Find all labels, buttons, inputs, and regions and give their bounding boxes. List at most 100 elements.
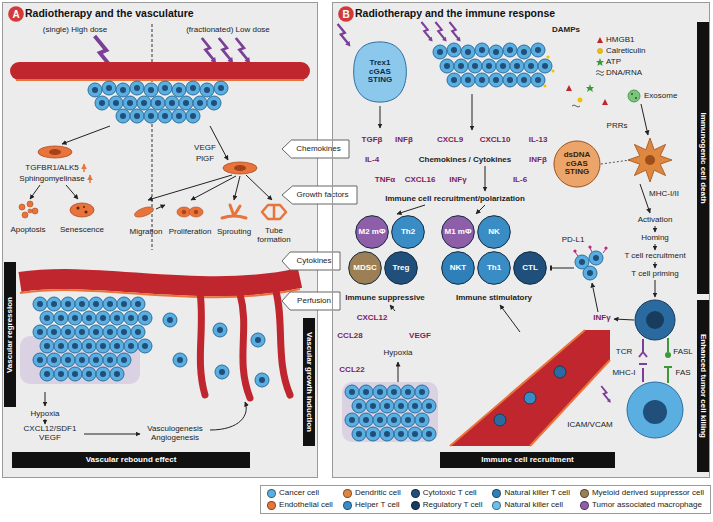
tumor-cells xyxy=(130,81,144,95)
irradiated-tumor xyxy=(33,297,47,311)
irradiated-tumor xyxy=(96,339,110,353)
cancer-cell: Trex1cGASSTING xyxy=(352,40,408,104)
arrow xyxy=(397,205,425,214)
irradiated-tumor xyxy=(68,367,82,381)
tumor-cells xyxy=(158,109,172,123)
radiation-bolt xyxy=(202,38,216,63)
damp-symbol xyxy=(578,98,583,103)
text-label: INFβ xyxy=(529,156,547,165)
irradiated-tumor xyxy=(89,325,103,339)
proliferation-icon xyxy=(182,210,186,214)
immune-cell: Th1 xyxy=(477,251,511,285)
radiation-bolt xyxy=(421,22,432,42)
legend-label: Cytotoxic T cell xyxy=(423,489,477,498)
tumor-cells xyxy=(172,83,186,97)
tumor-cells xyxy=(461,73,475,87)
irradiated-tumor xyxy=(20,289,300,297)
exosome-icon xyxy=(631,93,633,95)
proliferation-icon xyxy=(194,210,198,214)
text-label: IL-13 xyxy=(529,136,548,145)
node-outline xyxy=(8,6,24,22)
node-label: M1 mΦ xyxy=(444,228,471,237)
node-label: Th2 xyxy=(401,228,415,237)
radiation-bolt xyxy=(338,24,351,46)
arrow xyxy=(655,244,656,250)
irradiated-tumor xyxy=(117,297,131,311)
node-outline xyxy=(385,252,418,285)
hypoxic-tumor xyxy=(345,385,359,399)
panel-heading: Radiotherapy and the vasculature xyxy=(25,8,194,20)
legend-item: Helper T cell xyxy=(343,501,401,510)
legend-label: Myeloid derived suppressor cell xyxy=(592,489,704,498)
irradiated-tumor xyxy=(33,325,47,339)
tumor-cells xyxy=(440,59,454,73)
text-label: IL-6 xyxy=(513,176,527,185)
up-arrow xyxy=(84,164,90,183)
tumor-cells xyxy=(88,83,102,97)
hypoxic-tumor xyxy=(415,385,429,399)
senescence-icon xyxy=(77,207,80,210)
hypoxic-tumor xyxy=(359,413,373,427)
legend-swatch xyxy=(411,489,420,498)
up-arrow xyxy=(83,164,85,172)
pd-l1-cells xyxy=(583,266,597,280)
text-label: IL-4 xyxy=(365,156,379,165)
band-label: Vascular regression xyxy=(6,262,15,407)
hypoxic-tumor xyxy=(401,385,415,399)
panel-badge: A xyxy=(8,6,24,22)
hypoxic-tumor xyxy=(408,399,422,413)
senescence-icon xyxy=(83,206,85,208)
t-cell xyxy=(635,300,675,340)
tumor-cells xyxy=(503,73,517,87)
section-band: Vascular growth induction xyxy=(303,318,315,446)
hypoxic-tumor xyxy=(387,413,401,427)
text-label: MHC-I/II xyxy=(649,190,679,199)
hypoxic-tumor xyxy=(415,413,429,427)
arrow xyxy=(592,283,598,312)
apoptosis-icon xyxy=(28,209,32,213)
legend-item: Natural killer T cell xyxy=(492,489,570,498)
dendritic-cell xyxy=(628,138,672,182)
radiation-bolt xyxy=(435,22,446,42)
text-label: TNFα xyxy=(375,176,395,185)
arrow xyxy=(390,305,395,311)
irradiated-tumor xyxy=(68,311,82,325)
receptor xyxy=(639,364,647,382)
text-label: Apoptosis xyxy=(10,226,45,235)
text-label: (fractionated) Low dose xyxy=(186,26,270,35)
text-label: INFγ xyxy=(593,314,610,323)
radiation-bolt xyxy=(219,38,233,63)
text-label: Senescence xyxy=(60,226,104,235)
irradiated-tumor xyxy=(75,297,89,311)
tumor-cells xyxy=(137,96,151,110)
arrow xyxy=(380,106,381,128)
dendritic-cell xyxy=(628,138,672,182)
text-label: TCR xyxy=(616,348,632,357)
irradiated-tumor xyxy=(124,311,138,325)
hypoxic-tumor xyxy=(422,399,436,413)
section-band: Immunogenic cell death xyxy=(697,22,709,294)
tumor-cells xyxy=(538,59,552,73)
irradiated-tumor xyxy=(40,311,54,325)
tumor-cells xyxy=(109,96,123,110)
legend-swatch xyxy=(492,489,501,498)
irradiated-tumor xyxy=(68,339,82,353)
node-label: STING xyxy=(368,76,392,85)
senescence-icon xyxy=(70,203,94,217)
hypoxic-tumor xyxy=(394,427,408,441)
tumor-cells xyxy=(144,109,158,123)
irradiated-tumor xyxy=(33,353,47,367)
tumor-cells xyxy=(546,55,549,58)
senescence-icon xyxy=(70,203,94,217)
text-label: TGFβ xyxy=(362,136,383,145)
text-label: T cell priming xyxy=(631,270,678,279)
irradiated-tumor xyxy=(173,353,187,367)
text-label: CCL28 xyxy=(337,332,362,341)
damp-symbol xyxy=(598,49,603,54)
tumor-cells xyxy=(193,96,207,110)
text-label: CXCL10 xyxy=(480,136,511,145)
endothelial-cell xyxy=(38,146,72,158)
pd-l1-cells xyxy=(604,246,607,249)
legend-item: Regulatory T cell xyxy=(411,501,483,510)
arrow xyxy=(246,175,272,200)
